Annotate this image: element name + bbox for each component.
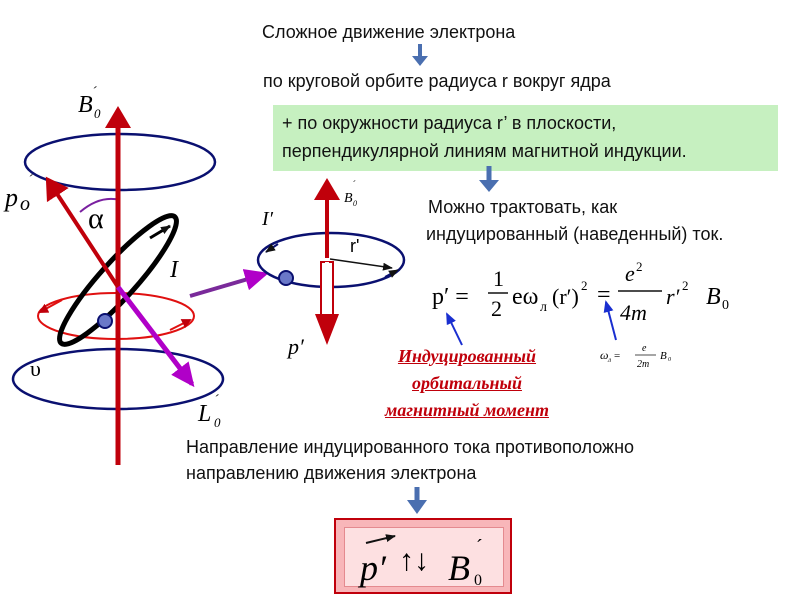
moment-label-line-3: магнитный момент	[385, 400, 549, 420]
moment-label-line-1: Индуцированный	[397, 346, 537, 366]
orbit-description: по круговой орбите радиуса r вокруг ядра	[263, 71, 611, 91]
svg-text:=: =	[614, 350, 620, 362]
pointer-arrow-lhs	[446, 312, 463, 346]
label-upsilon: υ	[30, 356, 41, 381]
omega-formula: ω л = e 2m B 0	[600, 343, 671, 370]
result-formula: p′ ↑↓ B 0 ´	[357, 534, 483, 589]
svg-text:B: B	[660, 350, 667, 362]
svg-text:´: ´	[476, 536, 483, 558]
l0-arrow	[116, 285, 195, 388]
p-prime-arrow	[315, 261, 339, 345]
orbit-arrow-right	[169, 319, 192, 331]
flow-arrow-1	[412, 44, 428, 66]
svg-text:=: =	[597, 282, 611, 308]
label-b0-small-prime: ´	[352, 180, 356, 191]
svg-text:1: 1	[493, 266, 504, 291]
result-box	[334, 518, 512, 594]
induced-orbit-arrow-left	[265, 243, 279, 253]
label-p-prime: p′	[286, 334, 305, 359]
svg-text:p′ =: p′ =	[432, 284, 469, 310]
svg-text:↑↓: ↑↓	[399, 544, 429, 577]
flow-arrow-3	[407, 487, 427, 514]
interpretation-line-1: Можно трактовать, как	[428, 197, 618, 217]
svg-text:л: л	[607, 356, 611, 364]
svg-text:r′: r′	[666, 284, 681, 309]
loop-arrow-icon	[149, 224, 171, 240]
connector-arrow	[189, 269, 269, 298]
green-box-line-2: перпендикулярной линиям магнитной индукц…	[282, 141, 687, 161]
label-b0-prime: ´	[92, 85, 97, 100]
svg-text:2: 2	[581, 278, 588, 293]
direction-line-2: направлению движения электрона	[186, 463, 477, 483]
svg-text:2: 2	[636, 259, 643, 274]
induced-moment-formula: p′ = 1 2 eω л (r′) 2 = e 2 4m r′ 2 B 0	[432, 259, 729, 325]
interpretation-line-2: индуцированный (наведенный) ток.	[426, 224, 724, 244]
svg-text:4m: 4m	[620, 300, 647, 325]
svg-text:2m: 2m	[637, 359, 649, 370]
svg-text:e: e	[642, 343, 647, 354]
page-title: Сложное движение электрона	[262, 22, 516, 42]
label-b0-small: B	[344, 191, 353, 206]
label-alpha: α	[88, 202, 104, 235]
flow-arrow-2	[479, 166, 499, 192]
label-l0: L	[197, 401, 211, 427]
svg-text:B: B	[448, 548, 470, 588]
green-highlight-box	[273, 105, 778, 171]
label-b0-small-sub: 0	[353, 199, 357, 208]
induced-orbit-arrow-right	[384, 269, 399, 278]
label-b0-sub: 0	[94, 106, 101, 121]
result-box-inner	[344, 527, 504, 587]
label-p0: p	[3, 183, 18, 212]
svg-text:0: 0	[474, 572, 482, 589]
label-b0: B	[78, 92, 93, 118]
svg-text:eω: eω	[512, 284, 538, 310]
svg-text:p′: p′	[357, 548, 387, 588]
svg-text:2: 2	[491, 296, 502, 321]
svg-text:0: 0	[722, 298, 729, 313]
svg-text:B: B	[706, 284, 721, 310]
label-p0-sub: o	[20, 193, 30, 215]
label-p0-prime: ´	[28, 173, 33, 188]
r-prime-radius	[329, 258, 393, 271]
electron-icon	[97, 313, 113, 329]
green-box-line-1: + по окружности радиуса r’ в плоскости,	[282, 113, 617, 133]
moment-label-line-2: орбитальный	[412, 373, 522, 393]
label-current-i: I	[169, 257, 179, 283]
svg-text:ω: ω	[600, 348, 608, 362]
label-r-prime: r'	[350, 236, 359, 256]
pointer-arrow-omega	[603, 300, 617, 341]
label-l0-sub: 0	[214, 415, 221, 430]
orbit-arrow-left	[38, 299, 63, 313]
svg-text:2: 2	[682, 278, 689, 293]
label-l0-prime: ´	[214, 393, 219, 408]
svg-text:e: e	[625, 261, 635, 286]
induced-electron-icon	[278, 270, 294, 286]
direction-line-1: Направление индуцированного тока противо…	[186, 437, 635, 457]
label-i-prime: I′	[261, 208, 274, 230]
svg-text:0: 0	[668, 357, 671, 363]
svg-text:л: л	[540, 300, 547, 315]
svg-text:(r′): (r′)	[552, 284, 579, 309]
p0-arrow	[45, 176, 120, 289]
